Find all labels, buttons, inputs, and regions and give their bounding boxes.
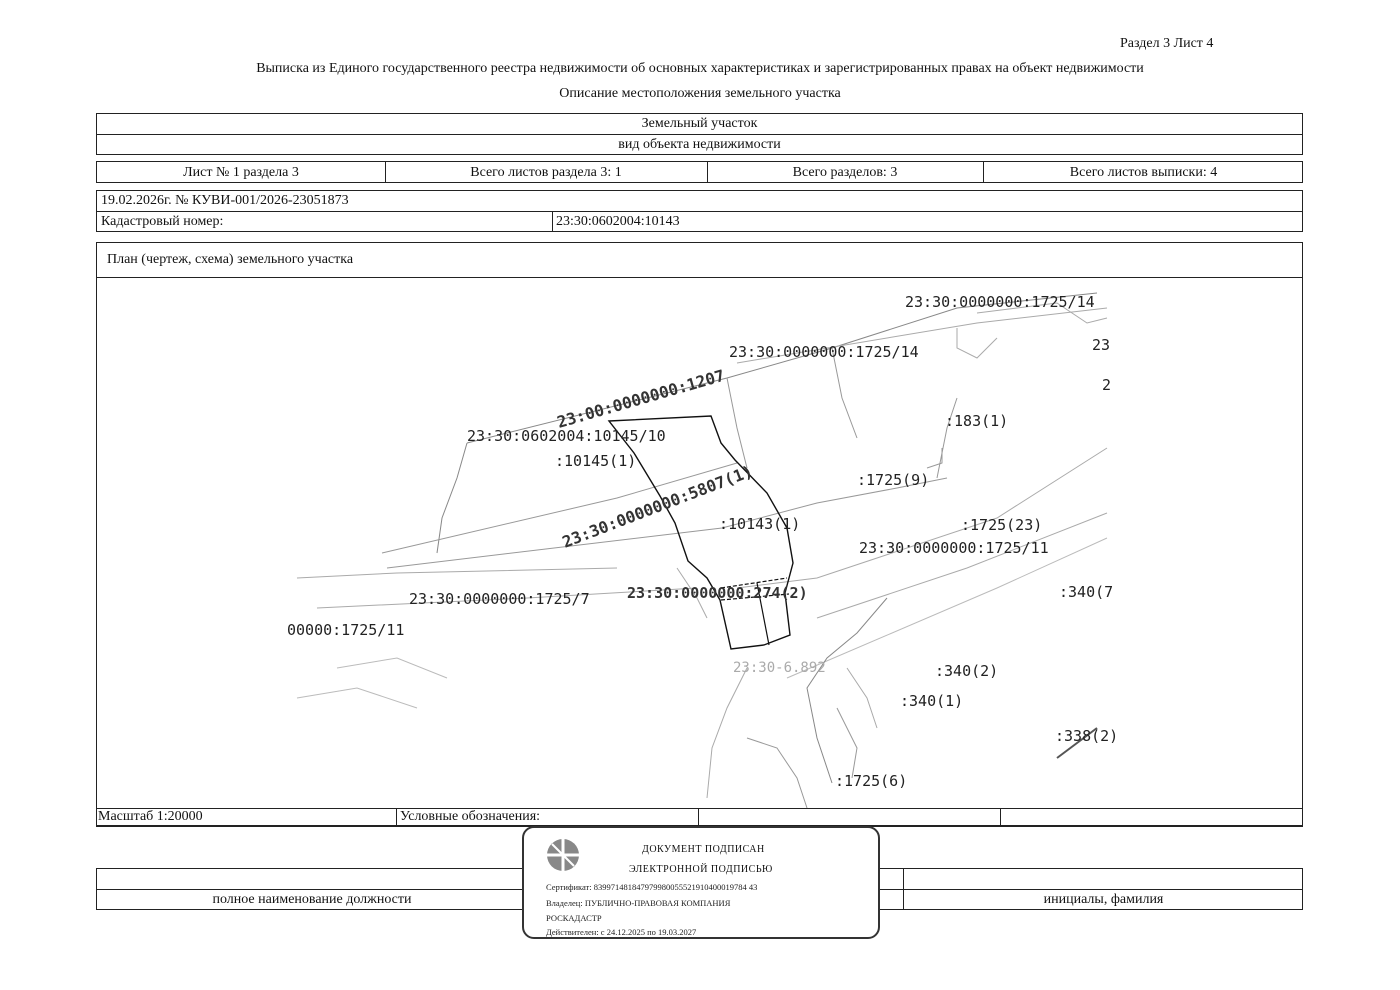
label-10145-10: 23:30:0602004:10145/10 bbox=[467, 427, 666, 445]
label-23-right: 23 bbox=[1092, 336, 1110, 354]
scale-legend-row: Масштаб 1:20000 Условные обозначения: bbox=[96, 808, 1303, 827]
cadastral-number-value: 23:30:0602004:10143 bbox=[556, 214, 680, 229]
section-sheet-label: Раздел 3 Лист 4 bbox=[1120, 36, 1214, 51]
record-info-box: 19.02.2026г. № КУВИ-001/2026-23051873 Ка… bbox=[96, 190, 1303, 232]
label-183: :183(1) bbox=[945, 412, 1008, 430]
sheet-number: Лист № 1 раздела 3 bbox=[183, 165, 299, 180]
label-2-right: 2 bbox=[1102, 376, 1111, 394]
label-340-7: :340(7 bbox=[1059, 583, 1113, 601]
cadastral-number-label: Кадастровый номер: bbox=[101, 214, 224, 229]
total-sections: Всего разделов: 3 bbox=[792, 165, 898, 180]
signature-label: инициалы, фамилия bbox=[1043, 892, 1164, 907]
plan-drawing: 23:30:0000000:1725/14 23:30:0000000:1725… bbox=[287, 292, 1118, 809]
plan-box: План (чертеж, схема) земельного участка bbox=[96, 242, 1303, 826]
position-label: полное наименование должности bbox=[212, 892, 412, 907]
label-338-2: :338(2) bbox=[1055, 727, 1118, 745]
stamp-owner2: РОСКАДАСТР bbox=[546, 913, 602, 923]
emblem-icon bbox=[547, 839, 579, 871]
sheet-info-row: Лист № 1 раздела 3 Всего листов раздела … bbox=[96, 161, 1303, 183]
stamp-line1: ДОКУМЕНТ ПОДПИСАН bbox=[642, 844, 765, 855]
total-extract-sheets: Всего листов выписки: 4 bbox=[1069, 165, 1218, 180]
label-1207-rotated: 23:00:0000000:1207 bbox=[555, 366, 727, 432]
label-10143-1: :10143(1) bbox=[719, 515, 800, 533]
total-section-sheets: Всего листов раздела 3: 1 bbox=[470, 165, 622, 180]
document-subtitle: Описание местоположения земельного участ… bbox=[559, 86, 841, 101]
label-1725-9: :1725(9) bbox=[857, 471, 929, 489]
record-date-number: 19.02.2026г. № КУВИ-001/2026-23051873 bbox=[101, 193, 349, 208]
object-type-box: Земельный участок вид объекта недвижимос… bbox=[96, 113, 1303, 155]
label-1725-14-top: 23:30:0000000:1725/14 bbox=[905, 293, 1095, 311]
label-274-2: 23:30:0000000:274(2) bbox=[627, 584, 808, 602]
stamp-valid: Действителен: с 24.12.2025 по 19.03.2027 bbox=[546, 927, 697, 937]
label-340-2: :340(2) bbox=[935, 662, 998, 680]
object-kind-label: вид объекта недвижимости bbox=[618, 137, 781, 152]
label-1725-11-right: 23:30:0000000:1725/11 bbox=[859, 539, 1049, 557]
label-zone-faint: 23:30-6.892 bbox=[733, 660, 826, 676]
stamp-line2: ЭЛЕКТРОННОЙ ПОДПИСЬЮ bbox=[629, 864, 773, 875]
label-10145-1: :10145(1) bbox=[555, 452, 636, 470]
plan-title: План (чертеж, схема) земельного участка bbox=[107, 252, 354, 267]
document-title: Выписка из Единого государственного реес… bbox=[256, 61, 1144, 76]
label-1725-23: :1725(23) bbox=[961, 516, 1042, 534]
electronic-signature-stamp: ДОКУМЕНТ ПОДПИСАН ЭЛЕКТРОННОЙ ПОДПИСЬЮ С… bbox=[522, 826, 880, 939]
scale-label: Масштаб 1:20000 bbox=[98, 809, 203, 824]
label-1725-6: :1725(6) bbox=[835, 772, 907, 790]
label-5807-rotated: 23:30:0000000:5807(1) bbox=[560, 461, 756, 551]
stamp-certificate: Сертификат: 8399714818479799800555219104… bbox=[546, 882, 758, 892]
stamp-owner: Владелец: ПУБЛИЧНО-ПРАВОВАЯ КОМПАНИЯ bbox=[546, 898, 731, 908]
label-1725-11-left: 00000:1725/11 bbox=[287, 621, 404, 639]
object-name: Земельный участок bbox=[641, 116, 758, 131]
label-1725-14-mid: 23:30:0000000:1725/14 bbox=[729, 343, 919, 361]
label-1725-7: 23:30:0000000:1725/7 bbox=[409, 590, 590, 608]
label-340-1: :340(1) bbox=[900, 692, 963, 710]
legend-label: Условные обозначения: bbox=[400, 809, 541, 824]
